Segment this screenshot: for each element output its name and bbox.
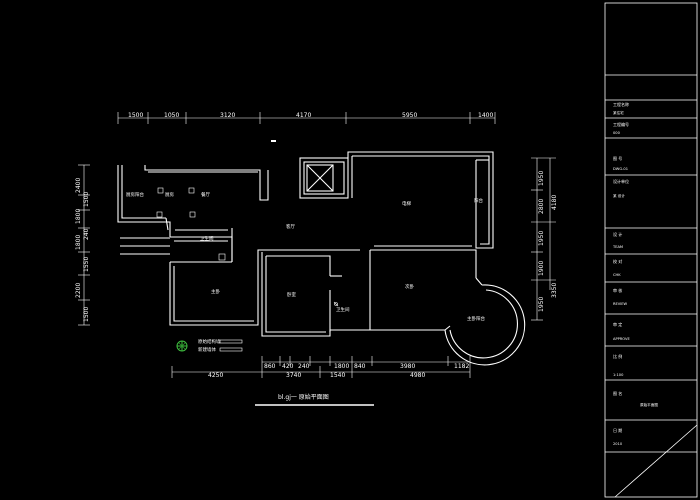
room-bathroom-1: 卫生间: [200, 235, 214, 242]
room-master-balcony: 主卧阳台: [467, 315, 485, 322]
tb-name-label: 图 名: [613, 390, 622, 396]
tb-scale-label: 比 例: [613, 353, 622, 359]
tb-approve-label: 审 定: [613, 321, 622, 327]
dim-top-3: 3120: [220, 112, 235, 119]
dim-right-1: 1950: [538, 171, 545, 186]
legend-item-2: 新建墙体: [198, 346, 216, 353]
dim-bottom-b2: 3740: [286, 372, 301, 379]
dim-left-2: 1500: [83, 192, 90, 207]
dim-right-4: 1950: [538, 231, 545, 246]
room-balcony: 阳台: [474, 197, 483, 204]
tb-number-value: 000: [613, 131, 621, 135]
tb-approve-value: APPROVE: [613, 337, 631, 341]
room-bathroom-2: 卫生间: [336, 306, 350, 313]
tb-designer-value: 某 设计: [613, 193, 625, 198]
tb-design-label: 设 计: [613, 231, 622, 237]
dim-top-4: 4170: [296, 112, 311, 119]
tb-drawing-no-label: 图 号: [613, 155, 622, 161]
fixtures: [156, 187, 339, 307]
dim-bottom-a2: 420: [282, 363, 294, 370]
dim-left-7: 2200: [75, 283, 82, 298]
dim-left-5: 1800: [75, 235, 82, 250]
dim-right-6: 3350: [551, 283, 558, 298]
floor-plan-walls: [117, 151, 526, 366]
dim-bottom-a7: 1182: [454, 363, 469, 370]
dim-bottom-a5: 840: [354, 363, 366, 370]
room-master: 主卧: [211, 288, 220, 295]
legend: 原始结构墙 新建墙体: [176, 338, 243, 353]
legend-swatch-1: [219, 339, 243, 344]
dim-bottom-a6: 3980: [400, 363, 415, 370]
tb-name-value: 原始平面图: [640, 402, 658, 407]
room-kitchen: 厨房: [165, 191, 174, 198]
tb-project-value: 某住宅: [613, 110, 624, 115]
tb-design-value: TEAM: [612, 245, 623, 249]
dim-bottom-b3: 1540: [330, 372, 345, 379]
title-block: [604, 2, 698, 498]
tb-check-value: CHK: [613, 273, 621, 277]
legend-swatch-2: [219, 347, 243, 352]
dimension-lines-bottom: [171, 356, 471, 378]
dimension-lines-left: [78, 164, 90, 326]
dim-left-6: 1550: [83, 257, 90, 272]
dim-right-2: 2800: [538, 199, 545, 214]
tb-check-label: 校 对: [613, 258, 622, 264]
tb-date-label: 日 期: [613, 427, 622, 433]
dim-bottom-b4: 4980: [410, 372, 425, 379]
dim-bottom-a4: 1800: [334, 363, 349, 370]
room-bedroom: 卧室: [287, 291, 296, 298]
drawing-caption: bl.gj一 原始平面图: [278, 393, 329, 401]
dim-right-7: 1950: [538, 297, 545, 312]
room-living: 客厅: [286, 223, 295, 230]
dim-left-4: 240: [83, 228, 90, 240]
tb-number-label: 工程编号: [613, 121, 629, 127]
dimension-lines-right: [531, 157, 556, 321]
north-marker: [271, 140, 276, 142]
dim-left-8: 1500: [83, 307, 90, 322]
dim-bottom-a1: 860: [264, 363, 276, 370]
dim-right-3: 4180: [551, 195, 558, 210]
dim-bottom-a3: 240: [298, 363, 310, 370]
room-elevator: 电梯: [402, 200, 411, 207]
tb-review-value: REVIEW: [613, 302, 628, 306]
tb-scale-value: 1:100: [613, 373, 624, 377]
dimension-lines-top: [117, 112, 496, 124]
compass-icon: [176, 340, 188, 352]
dim-right-5: 1900: [538, 261, 545, 276]
dim-top-1: 1500: [128, 112, 143, 119]
title-block-text: 工程名称 某住宅 工程编号 000 图 号 DWG-01 设计单位 某 设计 设…: [612, 101, 658, 446]
room-second-bedroom: 次卧: [405, 283, 414, 290]
tb-date-value: 2010: [613, 442, 623, 446]
dim-left-1: 2400: [75, 178, 82, 193]
dim-top-2: 1050: [164, 112, 179, 119]
tb-project-label: 工程名称: [613, 101, 629, 107]
dim-top-6: 1400: [478, 112, 493, 119]
dim-left-3: 1800: [75, 209, 82, 224]
room-dining: 餐厅: [201, 191, 210, 198]
room-kitchen-balcony: 厨房阳台: [126, 191, 144, 198]
tb-drawing-no-value: DWG-01: [613, 167, 628, 171]
tb-designer-label: 设计单位: [613, 178, 629, 184]
dim-top-5: 5950: [402, 112, 417, 119]
dim-bottom-b1: 4250: [208, 372, 223, 379]
tb-review-label: 审 核: [613, 287, 622, 293]
legend-item-1: 原始结构墙: [198, 338, 221, 345]
